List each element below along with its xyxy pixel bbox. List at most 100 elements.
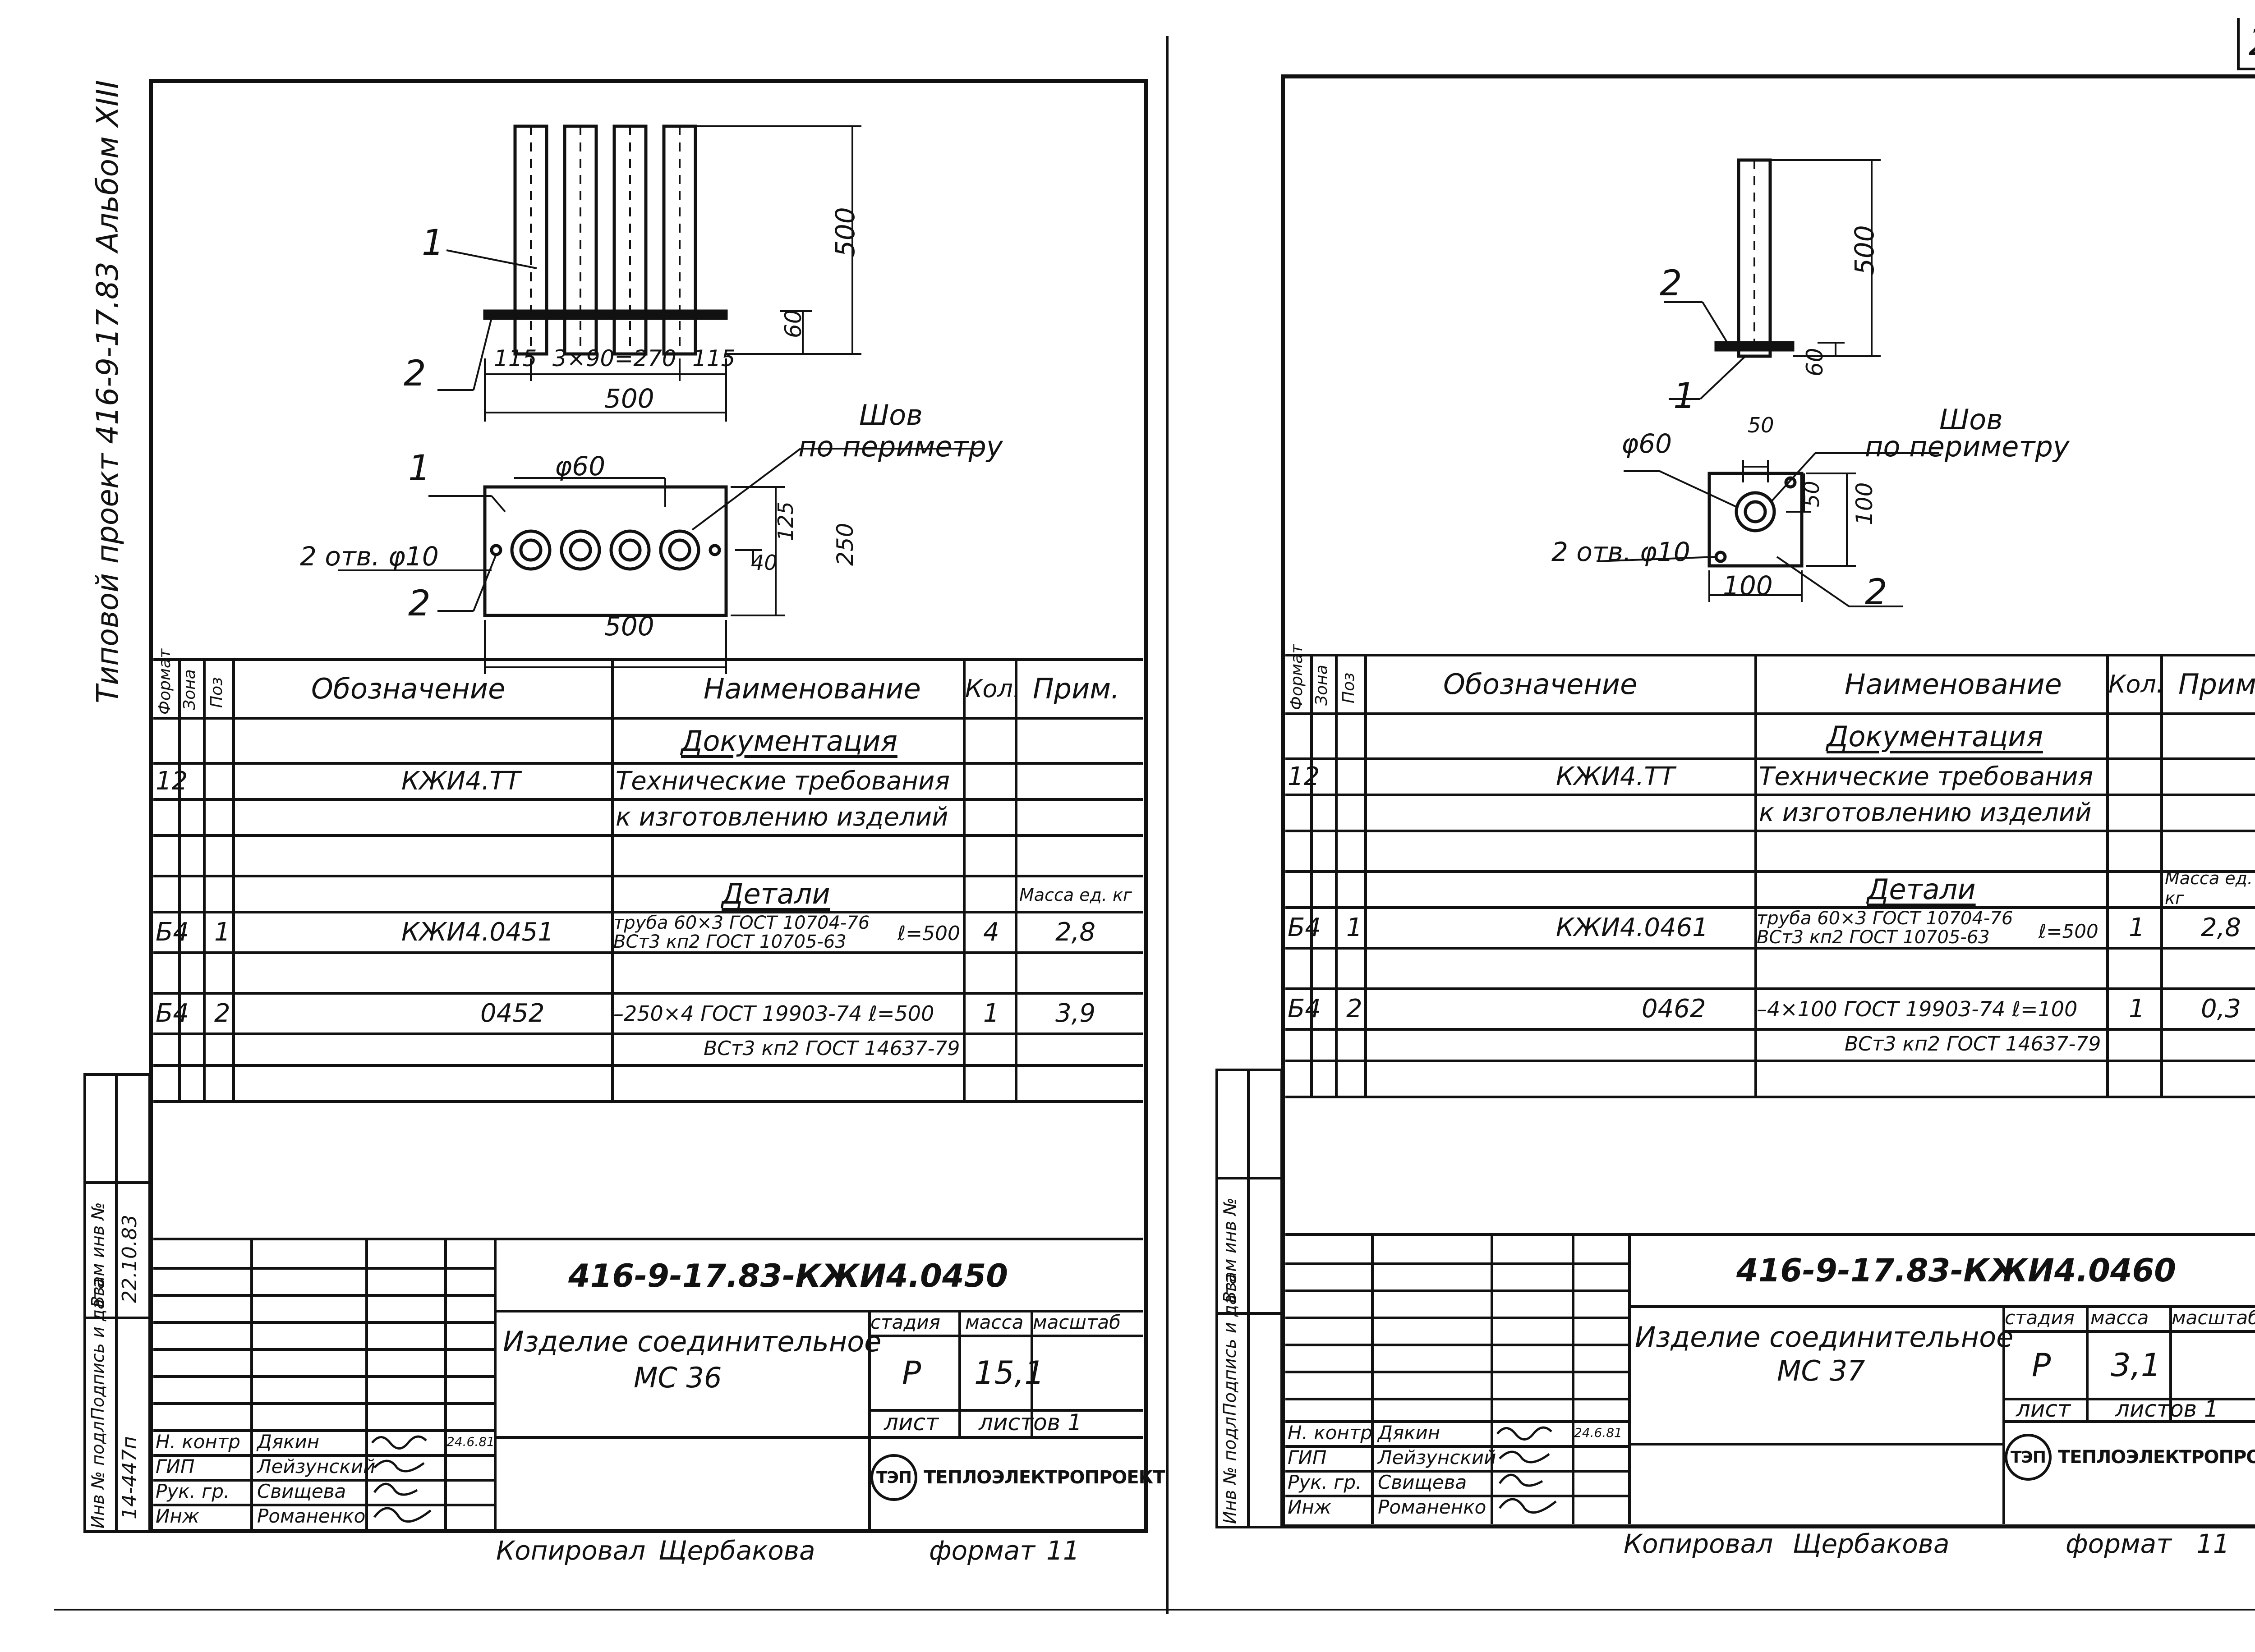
left-plan-seam-2: по периметру: [798, 430, 1003, 463]
right-head-col-pos: Поз: [1339, 672, 1358, 703]
left-elev-pos1: 1: [422, 223, 444, 263]
left-role-0: Н. контр: [156, 1431, 240, 1453]
left-name-3: Романенко: [257, 1505, 366, 1527]
right-dim-base: 60: [1802, 348, 1828, 376]
right-doc-format: 12: [1288, 762, 1320, 791]
right-head-note: Прим.: [2178, 668, 2255, 701]
right-elev-pos1: 1: [1673, 376, 1696, 417]
left-copied-label: Копировал: [496, 1535, 646, 1566]
left-row2-mass: 3,9: [1055, 999, 1096, 1028]
right-sheet: [1281, 74, 2255, 1528]
right-org-logo: ТЭП ТЕПЛОЭЛЕКТРОПРОЕКТ: [2005, 1434, 2255, 1481]
left-stamp-sheet-label: лист: [884, 1409, 939, 1436]
left-head-col-pos: Поз: [207, 677, 226, 708]
left-doc-name-2: к изготовлению изделий: [616, 803, 948, 832]
right-stamp-sheets-label: листов 1: [2115, 1396, 2218, 1422]
left-side-inv-value: 14-447п: [118, 1436, 141, 1519]
left-row2-pos: 2: [214, 999, 230, 1028]
right-name-2: Свищева: [1378, 1471, 1467, 1493]
right-head-name: Наименование: [1845, 668, 2062, 701]
left-doc-name-1: Технические требования: [616, 766, 950, 796]
left-section-docs: Документация: [681, 724, 897, 757]
right-stamp-stage-label: стадия: [2005, 1307, 2075, 1329]
right-row1-length: ℓ=500: [2039, 920, 2099, 942]
left-stamp-sheets-label: листов 1: [979, 1409, 1082, 1436]
left-row2-format: Б4: [156, 999, 189, 1028]
left-role-2: Рук. гр.: [156, 1480, 230, 1502]
left-side-label-inv: Инв № подл: [88, 1421, 108, 1528]
left-name-2: Свищева: [257, 1480, 346, 1502]
plan-pipes: [510, 529, 700, 571]
left-row1-name2: ВСт3 кп2 ГОСТ 10705-63: [613, 932, 847, 952]
right-row1-format: Б4: [1288, 913, 1321, 942]
org-logo-icon: ТЭП: [870, 1454, 917, 1501]
left-head-col-zone: Зона: [180, 669, 199, 710]
left-plan-holes: 2 отв. φ10: [300, 541, 439, 572]
right-head-designation: Обозначение: [1443, 668, 1638, 701]
right-head-qty: Кол.: [2108, 670, 2164, 698]
left-head-note: Прим.: [1033, 672, 1120, 705]
left-stamp-code: 416-9-17.83-КЖИ4.0450: [568, 1257, 1008, 1294]
base-plate: [1714, 341, 1795, 352]
left-name-1: Лейзунский: [257, 1455, 376, 1478]
right-row1-code: КЖИ4.0461: [1556, 913, 1708, 942]
right-stamp-stage: Р: [2032, 1346, 2051, 1384]
right-row2-name1: –4×100 ГОСТ 19903-74 ℓ=100: [1757, 996, 2078, 1021]
right-stamp-mass-label: масса: [2090, 1307, 2149, 1329]
right-plan-dim-50a: 50: [1748, 413, 1774, 437]
right-format-label: формат: [2066, 1528, 2172, 1559]
right-doc-name-2: к изготовлению изделий: [1759, 798, 2092, 827]
right-date-0: 24.6.81: [1574, 1425, 1622, 1440]
left-row1-qty: 4: [983, 918, 999, 947]
right-plan-seam-2: по периметру: [1865, 430, 2070, 463]
right-elev-pos2: 2: [1660, 263, 1682, 304]
left-name-0: Дякин: [257, 1431, 320, 1453]
left-mass-label: Масса ед. кг: [1019, 885, 1132, 905]
left-dim-spacing: 3×90=270: [552, 345, 676, 372]
left-stamp-stage-label: стадия: [870, 1311, 940, 1333]
left-doc-format: 12: [156, 766, 188, 796]
left-org-name: ТЕПЛОЭЛЕКТРОПРОЕКТ: [924, 1467, 1165, 1488]
right-row2-qty: 1: [2129, 994, 2145, 1023]
right-name-1: Лейзунский: [1378, 1446, 1496, 1468]
right-stamp-title-1: Изделие соединительное: [1635, 1320, 2014, 1354]
page-number-box: 28: [2237, 18, 2255, 70]
right-stamp-code: 416-9-17.83-КЖИ4.0460: [1736, 1252, 2177, 1289]
left-plan-dim-40: 40: [751, 551, 778, 575]
right-row2-name2: ВСт3 кп2 ГОСТ 14637-79: [1845, 1032, 2101, 1055]
left-format-value: 11: [1046, 1535, 1080, 1566]
left-stamp-mass: 15,1: [974, 1354, 1045, 1391]
right-plan-holes: 2 отв. φ10: [1551, 537, 1690, 567]
right-row1-qty: 1: [2129, 913, 2145, 942]
left-plan-pos2: 2: [408, 583, 431, 624]
left-signatures: [371, 1435, 432, 1523]
left-head-qty: Кол.: [965, 675, 1021, 703]
left-copied-by: Щербакова: [658, 1535, 815, 1566]
right-format-value: 11: [2196, 1528, 2230, 1559]
left-row1-name1: труба 60×3 ГОСТ 10704-76: [613, 913, 870, 933]
right-org-name: ТЕПЛОЭЛЕКТРОПРОЕКТ: [2058, 1447, 2255, 1468]
right-copied-by: Щербакова: [1793, 1528, 1950, 1559]
left-plan-pos1: 1: [408, 448, 431, 489]
right-dim-height: 500: [1849, 225, 1880, 275]
left-section-parts: Детали: [722, 877, 830, 910]
left-row1-code: КЖИ4.0451: [401, 918, 554, 947]
right-plan-seam-1: Шов: [1939, 403, 2003, 436]
org-logo-icon: ТЭП: [2005, 1434, 2052, 1481]
left-row2-name1: –250×4 ГОСТ 19903-74 ℓ=500: [613, 1001, 934, 1026]
left-elevation-drawing: [338, 124, 983, 674]
right-plan-dim-100b: 100: [1723, 570, 1773, 601]
left-plan-dim-500: 500: [604, 611, 654, 642]
right-name-0: Дякин: [1378, 1422, 1440, 1444]
right-side-label-replace: Взам инв №: [1220, 1198, 1240, 1303]
left-stamp-stage: Р: [902, 1354, 921, 1391]
left-dim-115a: 115: [494, 345, 537, 372]
right-head-col-format: Формат: [1288, 644, 1306, 710]
right-stamp-title-2: МС 37: [1777, 1354, 1865, 1387]
right-signatures: [1496, 1426, 1557, 1514]
right-row1-name2: ВСт3 кп2 ГОСТ 10705-63: [1757, 927, 1990, 948]
right-plan-pos2: 2: [1865, 572, 1887, 613]
left-row1-pos: 1: [214, 918, 230, 947]
left-plan-dim-125: 125: [773, 501, 798, 541]
left-head-col-format: Формат: [156, 648, 174, 715]
